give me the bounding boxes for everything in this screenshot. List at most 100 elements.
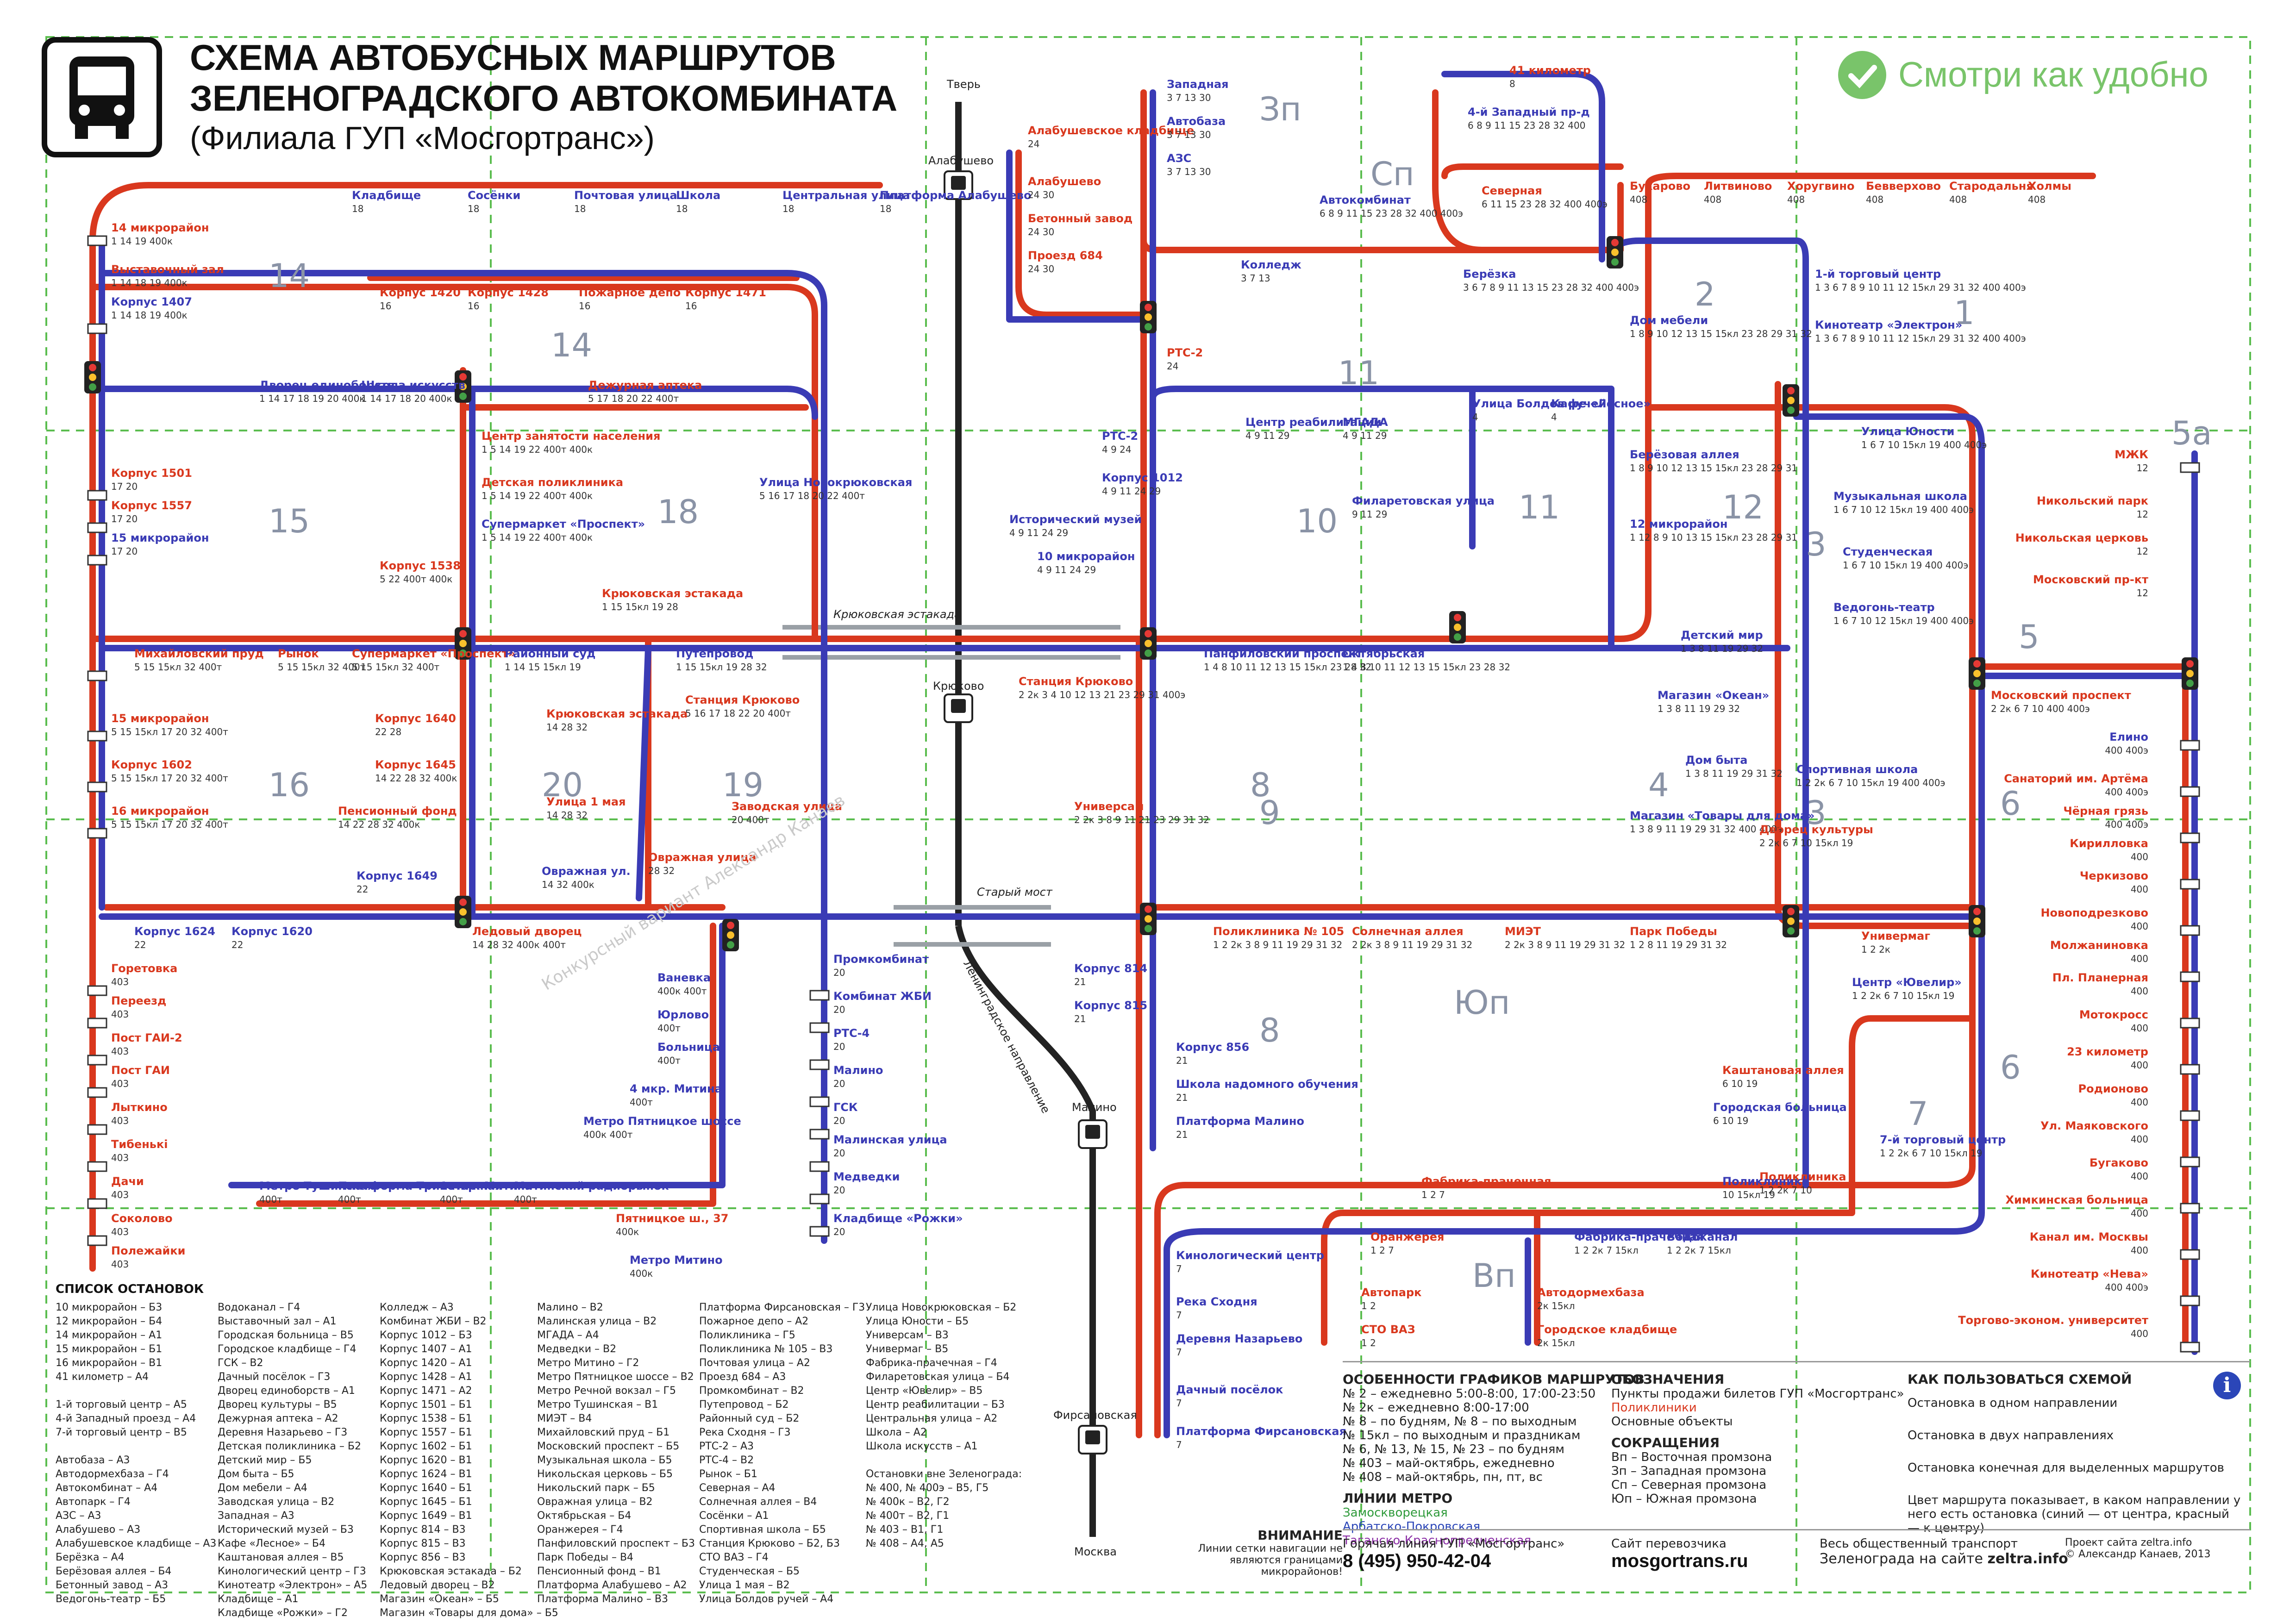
notation-objects: Основные объекты — [1611, 1415, 1733, 1429]
stop-routes: 21 — [1176, 1092, 1188, 1103]
stop-routes: 5 16 17 18 22 20 400т — [685, 708, 791, 719]
rail-label-moscow: Москва — [1074, 1545, 1117, 1558]
stop-name: Кафе «Лесное» — [1551, 397, 1651, 410]
stop-name: Крюковская эстакада — [602, 587, 743, 600]
stop-name: Выставочный зал — [111, 263, 224, 276]
stop-routes: 4 9 11 24 29 — [1102, 486, 1161, 497]
stop-routes: 403 — [111, 1259, 129, 1270]
stop-routes: 6 10 19 — [1722, 1078, 1758, 1089]
schedule-heading: ОСОБЕННОСТИ ГРАФИКОВ МАРШРУТОВ — [1343, 1372, 1645, 1387]
stop-name: Ледовый дворец — [472, 925, 582, 938]
stop-routes: 24 — [1028, 138, 1039, 150]
stop-routes: 8 — [1509, 78, 1515, 89]
stop-routes: 12 — [2137, 462, 2148, 474]
stop-name: Медведки — [833, 1170, 900, 1183]
stop-name: Фабрика-прачечная — [1421, 1175, 1552, 1188]
title-line-1: СХЕМА АВТОБУСНЫХ МАРШРУТОВ — [190, 37, 836, 78]
stop-index: СПИСОК ОСТАНОВОК 10 микрорайон – Б3 12 м… — [56, 1282, 1028, 1619]
district-number: 8 — [1259, 1011, 1280, 1049]
credit-line-2: © Александр Канаев, 2013 — [2065, 1548, 2211, 1560]
stop-routes: 20 — [833, 967, 845, 978]
stop-name: Рынок — [278, 647, 319, 660]
stop-routes: 14 28 32 — [546, 810, 588, 821]
stop-name: Ул. Маяковского — [2040, 1119, 2148, 1132]
stop-name: Колледж — [1241, 258, 1301, 271]
stop-name: Никольский парк — [2037, 494, 2148, 507]
stop-routes: 1 3 8 11 19 29 31 32 — [1685, 768, 1783, 779]
stop-routes: 2 2к 6 7 10 400 400э — [1991, 703, 2090, 714]
stop-routes: 5 22 400т 400к — [380, 574, 452, 585]
stop-name: 10 микрорайон — [1037, 550, 1135, 563]
stop-name: Станция Крюково — [685, 693, 800, 706]
stop-name: Дворец единоборств — [259, 379, 394, 392]
stop-name: Филаретовская улица — [1352, 494, 1495, 507]
stop-routes: 14 28 32 — [546, 722, 588, 733]
abbr-line-4: Юп – Южная промзона — [1611, 1492, 1757, 1506]
stop-name: Промкомбинат — [833, 953, 929, 966]
stop-name: Солнечная аллея — [1352, 925, 1464, 938]
stop-routes: 5 17 18 20 22 400т — [588, 393, 679, 404]
schedule-line-1: № 2 – ежедневно 5:00-8:00, 17:00-23:50 — [1343, 1387, 1596, 1401]
stop-routes: 6 8 9 11 15 23 28 32 400 400э — [1320, 208, 1463, 219]
stop-routes: 5 15 15кл 32 400т — [278, 662, 366, 673]
stop-name: Малино — [833, 1064, 883, 1077]
stop-name: Исторический музей — [1009, 513, 1142, 526]
stop-routes: 1 2 2к — [1861, 944, 1890, 955]
stop-routes: 1 14 17 18 19 20 400к — [259, 393, 365, 404]
stop-name: РТС-4 — [833, 1027, 870, 1040]
stop-name: Районный суд — [505, 647, 595, 660]
stop-routes: 1 8 9 10 12 13 15 15кл 23 28 29 31 — [1630, 462, 1797, 474]
zeltra-link[interactable]: zeltra.info — [1987, 1551, 2068, 1567]
hotline-number[interactable]: 8 (495) 950-42-04 — [1343, 1551, 1491, 1571]
stop-routes: 20 — [833, 1185, 845, 1196]
stop-routes: 5 15 15кл 17 20 32 400т — [111, 773, 228, 784]
stop-routes: 400т — [259, 1194, 282, 1205]
stop-name: 4 мкр. Митина — [630, 1082, 722, 1095]
stop-routes: 22 — [357, 884, 368, 895]
rail-label-old-bridge: Старый мост — [977, 886, 1053, 899]
stop-routes: 17 20 — [111, 546, 138, 557]
notice-block: ВНИМАНИЕ Линии сетки навигации не являют… — [1148, 1528, 1343, 1578]
rail-label-firsanovka: Фирсановская — [1053, 1409, 1137, 1422]
stop-routes: 3 7 13 30 — [1167, 166, 1211, 177]
stop-name: Станция Крюково — [1019, 675, 1133, 688]
district-number: Вп — [1472, 1257, 1516, 1295]
stop-routes: 400к 400т — [657, 986, 707, 997]
stop-routes: 12 — [2137, 546, 2148, 557]
district-number: 14 — [551, 326, 592, 364]
schedule-line-7: № 408 – май-октябрь, пн, пт, вс — [1343, 1470, 1543, 1484]
stop-name: МИЭТ — [1505, 925, 1541, 938]
stop-routes: 1 2 — [1361, 1300, 1376, 1311]
stop-name: Торгово-эконом. университет — [1958, 1314, 2148, 1327]
stop-routes: 400т — [440, 1194, 463, 1205]
notation-heading: ОБОЗНАЧЕНИЯ — [1611, 1372, 1725, 1387]
stop-name: 14 микрорайон — [111, 221, 209, 234]
stop-name: Универсам — [1074, 800, 1144, 813]
stop-name: Кинотеатр «Нева» — [2031, 1267, 2148, 1280]
stop-markers — [87, 235, 2200, 1353]
stop-routes: 400т — [630, 1097, 653, 1108]
district-number: 7 — [1908, 1095, 1928, 1133]
stop-routes: 2 2к 6 7 10 15кл 19 — [1759, 837, 1853, 849]
district-number: 11 — [1338, 354, 1379, 392]
stop-name: Химкинская больница — [2006, 1193, 2148, 1206]
stop-name: Пятницкое ш., 37 — [616, 1212, 728, 1225]
stop-routes: 7 — [1176, 1263, 1182, 1274]
stop-name: Дом мебели — [1630, 314, 1708, 327]
stop-routes: 1 3 6 7 8 9 10 11 12 15кл 29 31 32 400 4… — [1815, 333, 2026, 344]
stop-name: Западная — [1167, 78, 1229, 91]
stop-name: Никольская церковь — [2015, 531, 2148, 544]
stop-routes: 5 15 15кл 32 400т — [352, 662, 440, 673]
rail-label-estakada: Крюковская эстакада — [833, 608, 961, 621]
site-link[interactable]: mosgortrans.ru — [1611, 1551, 1748, 1571]
stop-routes: 403 — [111, 1078, 129, 1089]
stop-name: Почтовая улица — [574, 189, 677, 202]
district-number: 2 — [1695, 275, 1715, 313]
stop-name: Михайловский пруд — [134, 647, 264, 660]
stop-routes: 3 6 7 8 9 11 13 15 23 28 32 400 400э — [1463, 282, 1639, 293]
stop-name: Улица Юности — [1861, 425, 1954, 438]
stop-routes: 14 22 28 32 400к — [375, 773, 457, 784]
stop-index-col-6: Улица Новокрюковская – Б2 Улица Юности –… — [866, 1302, 1022, 1549]
